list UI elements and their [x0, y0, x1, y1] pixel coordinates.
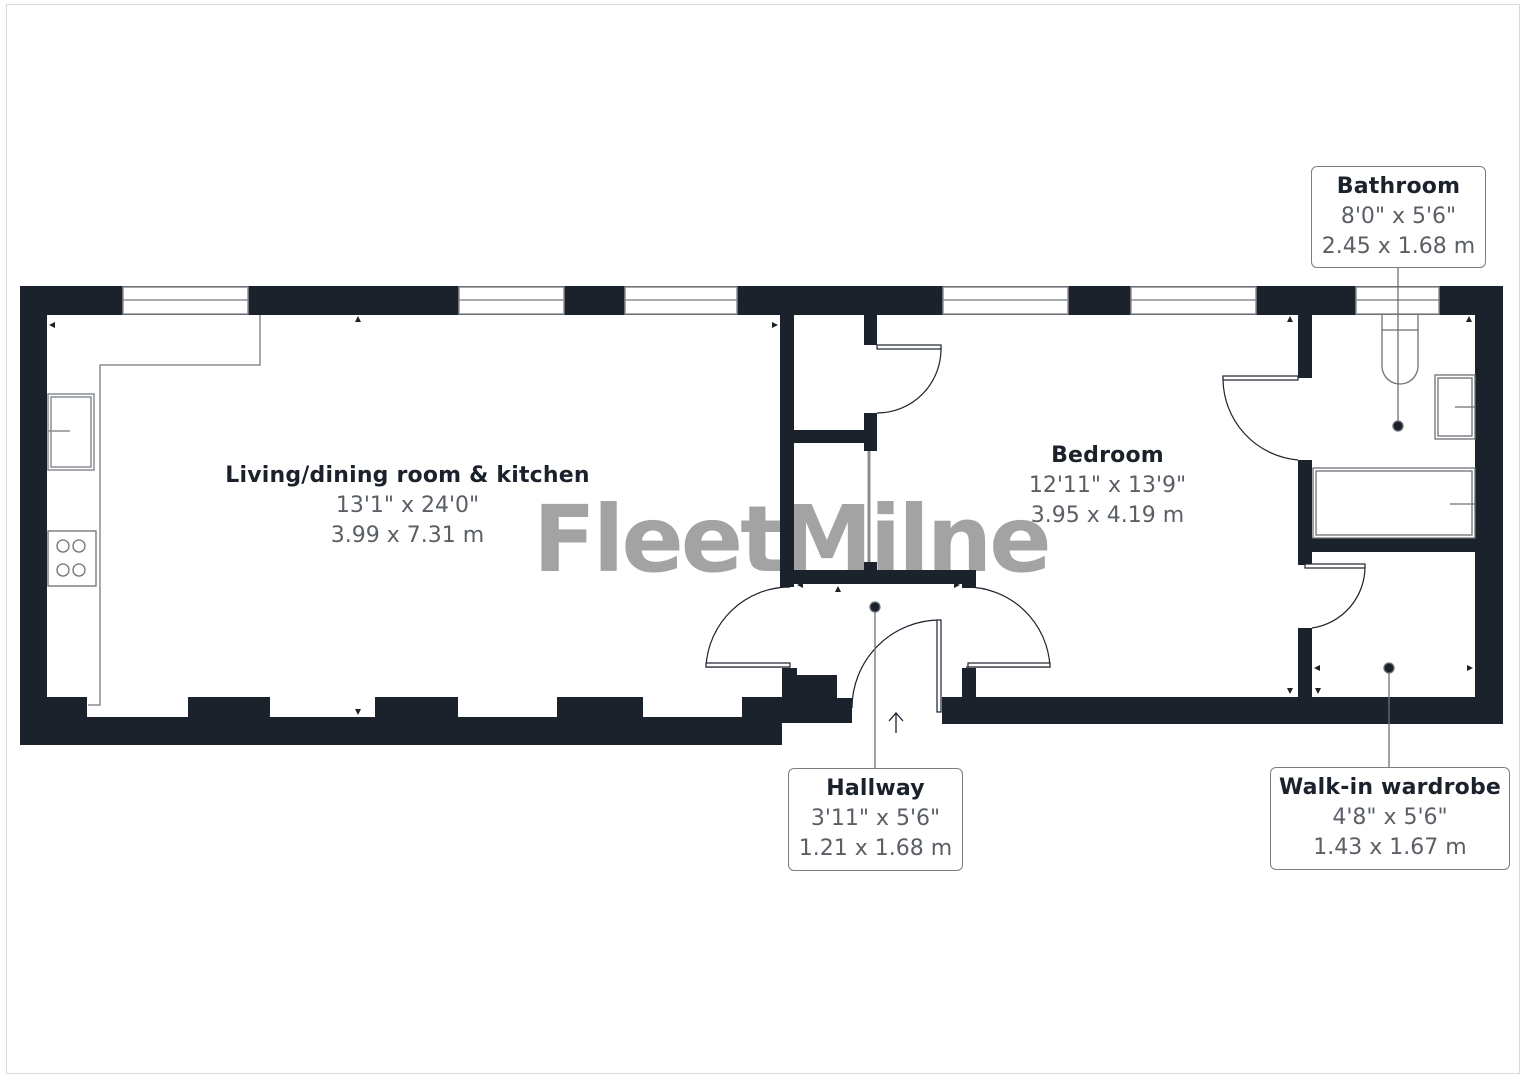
room-imperial: 3'11" x 5'6" [810, 806, 941, 831]
leader-lines [869, 268, 1404, 768]
room-name: Bathroom [1336, 174, 1461, 199]
measurement-markers [49, 316, 1473, 715]
bath-icon [1312, 467, 1476, 539]
room-label-bedroom: Bedroom 12'11" x 13'9" 3.95 x 4.19 m [1010, 441, 1205, 531]
room-imperial: 13'1" x 24'0" [335, 493, 480, 518]
room-name: Walk-in wardrobe [1278, 775, 1502, 800]
entrance-arrow-icon [888, 712, 904, 733]
kitchen-counter [88, 315, 261, 706]
room-imperial: 4'8" x 5'6" [1332, 805, 1448, 830]
room-imperial: 8'0" x 5'6" [1340, 204, 1457, 229]
room-name: Hallway [826, 776, 925, 801]
room-metric: 3.99 x 7.31 m [330, 523, 485, 548]
walls [20, 286, 1503, 745]
room-metric: 1.21 x 1.68 m [798, 836, 953, 861]
room-label-living: Living/dining room & kitchen 13'1" x 24'… [225, 461, 590, 551]
sink-icon [47, 393, 95, 471]
hob-icon [47, 530, 97, 587]
doors [705, 344, 1366, 713]
room-metric: 2.45 x 1.68 m [1321, 234, 1476, 259]
room-metric: 3.95 x 4.19 m [1030, 503, 1185, 528]
room-label-bathroom: Bathroom 8'0" x 5'6" 2.45 x 1.68 m [1311, 166, 1486, 268]
windows [122, 286, 1440, 315]
room-label-wardrobe: Walk-in wardrobe 4'8" x 5'6" 1.43 x 1.67… [1270, 767, 1510, 870]
basin-icon [1434, 374, 1476, 440]
room-name: Bedroom [1051, 443, 1164, 468]
room-metric: 1.43 x 1.67 m [1313, 835, 1467, 860]
room-name: Living/dining room & kitchen [225, 463, 590, 488]
page-frame [6, 4, 1520, 1074]
room-label-hallway: Hallway 3'11" x 5'6" 1.21 x 1.68 m [788, 768, 963, 871]
room-imperial: 12'11" x 13'9" [1028, 473, 1187, 498]
toilet-icon [1381, 315, 1419, 385]
